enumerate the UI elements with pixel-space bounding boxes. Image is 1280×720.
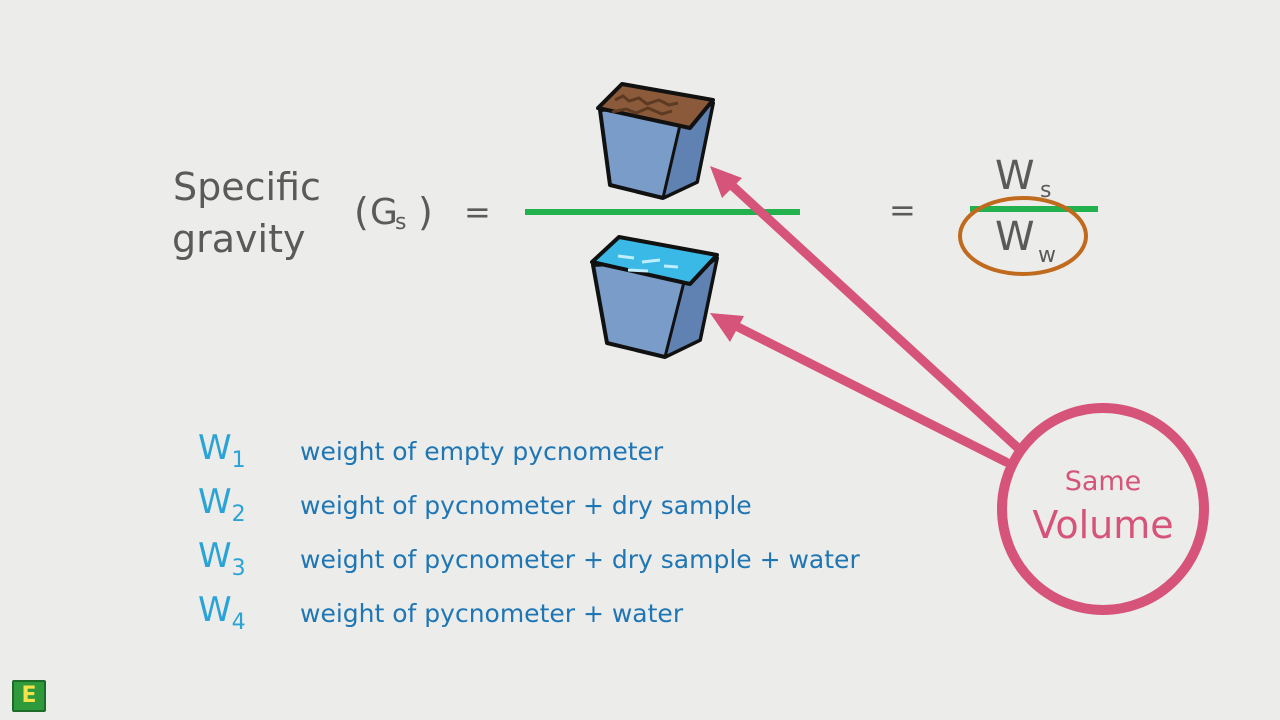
equals-sign-2: = — [889, 191, 916, 229]
legend-row-4: W4 — [198, 590, 246, 635]
symbol-g: G — [370, 192, 398, 233]
denominator-w: W — [995, 214, 1035, 260]
callout-line-1: Same — [1064, 466, 1142, 497]
denominator-highlight-ellipse — [958, 196, 1088, 276]
legend-desc-1: weight of empty pycnometer — [300, 437, 664, 466]
same-volume-circle — [997, 403, 1209, 615]
legend-desc-4: weight of pycnometer + water — [300, 599, 684, 628]
legend-desc-3: weight of pycnometer + dry sample + wate… — [300, 545, 860, 574]
legend-symbol: W2 — [198, 482, 246, 527]
legend-row-2: W2 — [198, 482, 246, 527]
legend-symbol: W3 — [198, 536, 246, 581]
symbol-open-paren: ( — [354, 190, 369, 234]
water-container-icon — [590, 235, 719, 359]
arrow-to-soil-container — [710, 166, 1023, 453]
symbol-close-paren: ) — [418, 190, 433, 234]
title-line-2: gravity — [172, 217, 306, 261]
symbol-g-sub: s — [395, 210, 407, 235]
callout-line-2: Volume — [1032, 503, 1174, 547]
arrow-to-water-container — [710, 313, 1011, 467]
channel-logo: E — [12, 680, 46, 712]
numerator-sub: s — [1040, 178, 1052, 203]
legend-symbol: W1 — [198, 428, 246, 473]
title-line-1: Specific — [173, 165, 321, 209]
soil-container-icon — [596, 82, 715, 200]
legend-desc-2: weight of pycnometer + dry sample — [300, 491, 752, 520]
equals-sign-1: = — [464, 193, 491, 231]
legend-row-3: W3 — [198, 536, 246, 581]
legend-symbol: W4 — [198, 590, 246, 635]
legend-row-1: W1 — [198, 428, 246, 473]
denominator-sub: w — [1038, 243, 1056, 268]
numerator-w: W — [995, 153, 1035, 199]
